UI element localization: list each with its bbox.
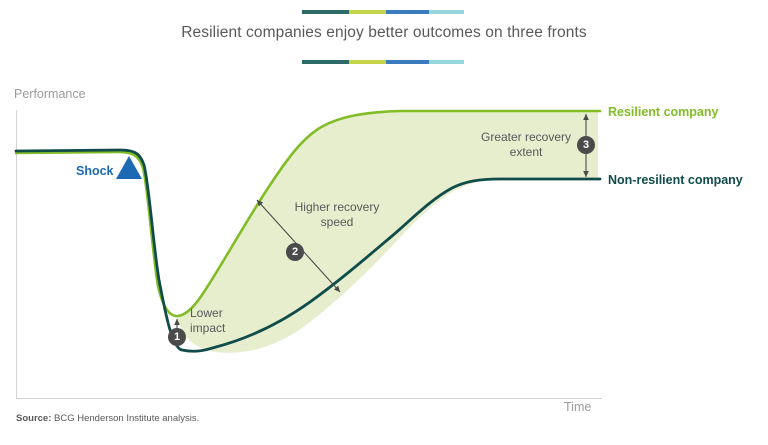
rule-segment-1 (302, 10, 349, 14)
y-axis-line (16, 110, 17, 399)
callout-1-label: Lower impact (190, 306, 225, 336)
rule-segment-3 (386, 10, 429, 14)
callout-3-label-line2: extent (509, 145, 543, 159)
source-note: Source: BCG Henderson Institute analysis… (16, 413, 199, 424)
callout-2-label-line2: speed (320, 215, 354, 229)
callout-1-label-line1: Lower (190, 306, 223, 320)
x-axis-label: Time (564, 400, 592, 414)
legend-label-non-resilient: Non-resilient company (608, 173, 743, 187)
rule-segment-1 (302, 60, 349, 64)
source-note-prefix: Source: (16, 413, 52, 424)
shock-triangle-icon (116, 156, 142, 179)
callout-2-label-line1: Higher recovery (294, 200, 380, 214)
page-title: Resilient companies enjoy better outcome… (181, 24, 587, 41)
x-axis-line (16, 398, 602, 399)
callout-3-label-line1: Greater recovery (480, 130, 572, 144)
rule-segment-4 (428, 60, 464, 64)
rule-segment-2 (348, 60, 387, 64)
legend-label-resilient: Resilient company (608, 105, 719, 119)
callout-marker-2: 2 (286, 243, 304, 261)
source-note-text: BCG Henderson Institute analysis. (51, 413, 200, 424)
rule-segment-2 (348, 10, 387, 14)
decorative-rule-top (302, 10, 464, 14)
rule-segment-4 (428, 10, 464, 14)
rule-segment-3 (386, 60, 429, 64)
series-line-resilient (14, 109, 602, 318)
callout-3-label: Greater recovery extent (470, 130, 582, 160)
y-axis-label: Performance (14, 87, 86, 101)
callout-marker-1: 1 (168, 328, 186, 346)
series-line-non-resilient (14, 148, 602, 353)
callout-2-label: Higher recovery speed (283, 200, 391, 230)
decorative-rule-sub (302, 60, 464, 64)
callout-1-label-line2: impact (190, 321, 226, 335)
callout-marker-3: 3 (577, 136, 595, 154)
shock-label: Shock (76, 164, 114, 178)
